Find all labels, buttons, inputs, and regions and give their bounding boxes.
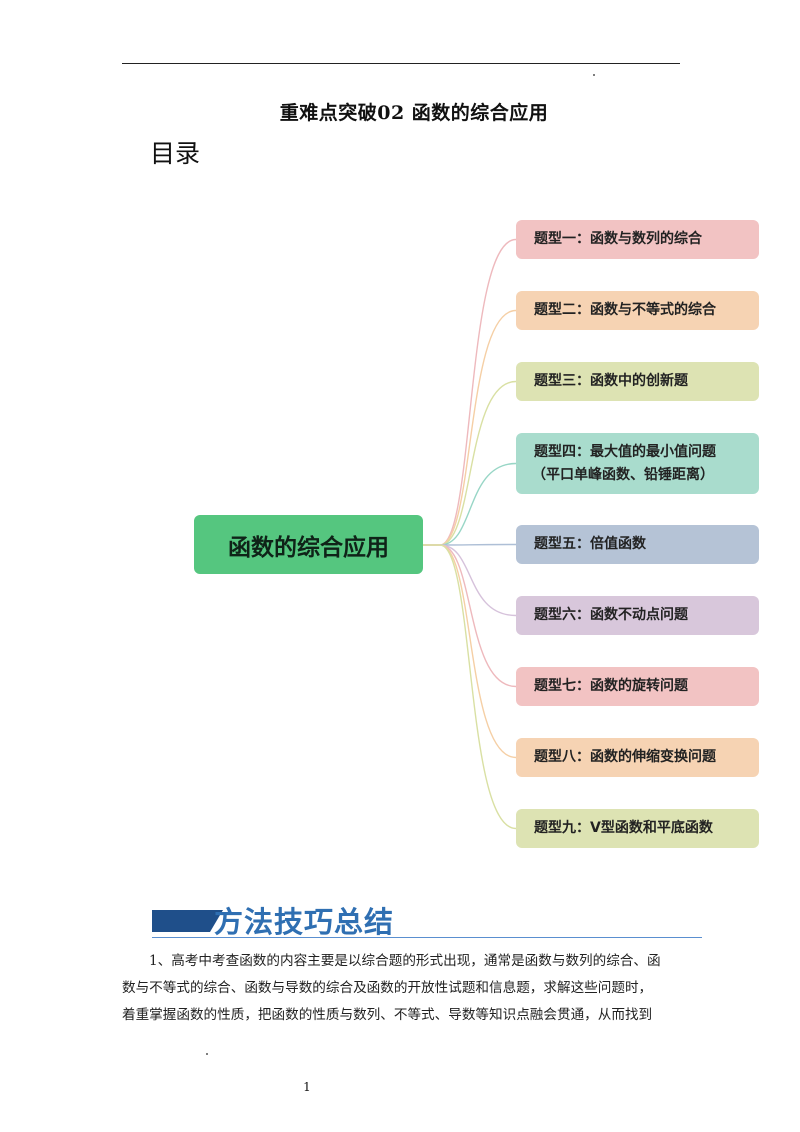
- method-section-title: 方法技巧总结: [214, 905, 395, 939]
- topic-label-line: （平口单峰函数、铅锤距离）: [532, 466, 714, 483]
- topic-label: 题型四：最大值的最小值问题 （平口单峰函数、铅锤距离）: [532, 441, 716, 487]
- topic-label: 题型三：函数中的创新题: [534, 373, 688, 389]
- mindmap-connector: [423, 462, 517, 546]
- paragraph-line: 着重掌握函数的性质，把函数的性质与数列、不等式、导数等知识点融会贯通，从而找到: [122, 1007, 653, 1023]
- banner-underline: [152, 937, 702, 938]
- topic-label: 题型六：函数不动点问题: [534, 607, 688, 623]
- topic-box: 题型二：函数与不等式的综合: [516, 291, 759, 330]
- document-title: 重难点突破02 函数的综合应用: [279, 102, 549, 124]
- topic-label: 题型一：函数与数列的综合: [534, 231, 702, 247]
- mindmap-connector: [423, 380, 517, 546]
- topic-label: 题型五：倍值函数: [534, 536, 646, 552]
- speck: [206, 1053, 208, 1055]
- page-number: 1: [303, 1080, 311, 1094]
- mindmap-connector: [423, 544, 517, 759]
- topic-box: 题型六：函数不动点问题: [516, 596, 759, 635]
- paragraph-line: 数与不等式的综合、函数与导数的综合及函数的开放性试题和信息题，求解这些问题时，: [122, 980, 653, 996]
- mindmap-connector: [423, 544, 517, 830]
- method-paragraph: 1、高考中考查函数的内容主要是以综合题的形式出现，通常是函数与数列的综合、函 数…: [122, 948, 684, 1029]
- mindmap-connector: [423, 238, 517, 546]
- topic-box: 题型三：函数中的创新题: [516, 362, 759, 401]
- topic-box: 题型九：V型函数和平底函数: [516, 809, 759, 848]
- topic-box: 题型四：最大值的最小值问题 （平口单峰函数、铅锤距离）: [516, 433, 759, 494]
- banner-arrow: [210, 910, 223, 932]
- topic-box: 题型八：函数的伸缩变换问题: [516, 738, 759, 777]
- mindmap-center-node: 函数的综合应用: [194, 515, 423, 574]
- header-rule: [122, 63, 680, 64]
- mindmap-connector: [423, 309, 517, 546]
- topic-box: 题型七：函数的旋转问题: [516, 667, 759, 706]
- topic-label: 题型八：函数的伸缩变换问题: [534, 749, 716, 765]
- paragraph-line: 1、高考中考查函数的内容主要是以综合题的形式出现，通常是函数与数列的综合、函: [149, 953, 661, 969]
- toc-heading: 目录: [150, 139, 201, 168]
- topic-box: 题型一：函数与数列的综合: [516, 220, 759, 259]
- topic-label-line: 题型四：最大值的最小值问题: [534, 443, 716, 460]
- banner-bar: [152, 910, 210, 932]
- topic-label: 题型二：函数与不等式的综合: [534, 302, 716, 318]
- speck: [593, 74, 595, 76]
- topic-box: 题型五：倍值函数: [516, 525, 759, 564]
- topic-label: 题型七：函数的旋转问题: [534, 678, 688, 694]
- method-section-banner: 方法技巧总结: [152, 903, 702, 943]
- topic-label: 题型九：V型函数和平底函数: [534, 820, 713, 836]
